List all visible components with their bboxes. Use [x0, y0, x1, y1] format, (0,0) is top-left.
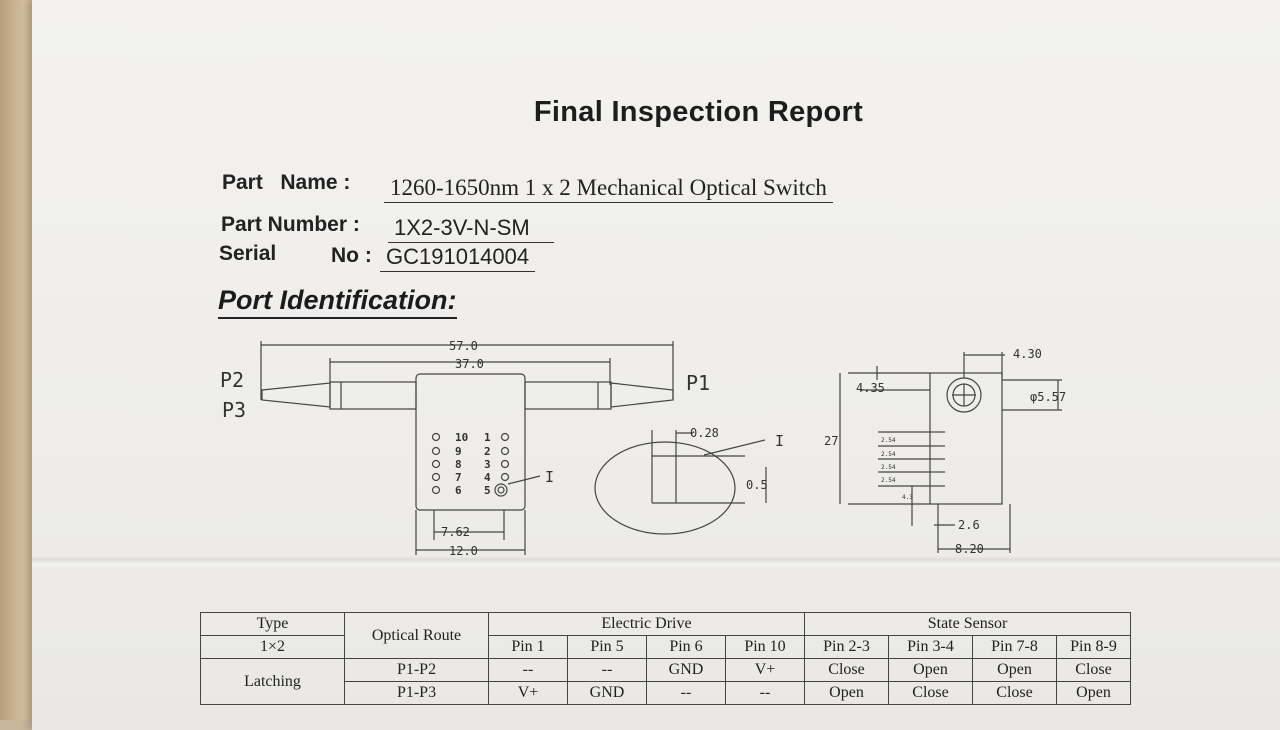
table-cell: V+	[725, 658, 805, 682]
table-cell: --	[567, 658, 647, 682]
th-pin1: Pin 1	[488, 635, 568, 659]
table-cell: GND	[567, 681, 647, 705]
th-pin5: Pin 5	[567, 635, 647, 659]
pin-label-5: 5	[484, 484, 491, 497]
table-cell: --	[725, 681, 805, 705]
pin-label-4: 4	[484, 471, 491, 484]
report-title: Final Inspection Report	[533, 96, 864, 128]
part-number-value: 1X2-3V-N-SM	[388, 215, 554, 243]
dim-height: 27	[824, 434, 838, 448]
table-cell: Close	[972, 681, 1057, 705]
dim-26: 2.6	[958, 518, 980, 532]
table-cell: --	[646, 681, 726, 705]
latching-label: Latching	[200, 658, 345, 705]
dim-body-width: 12.0	[449, 544, 478, 558]
th-pin8-9: Pin 8-9	[1056, 635, 1131, 659]
pin-label-7: 7	[455, 471, 462, 484]
spec-table: Type Optical Route Electric Drive State …	[200, 612, 1131, 705]
paper-fold	[32, 556, 1280, 568]
th-pin10: Pin 10	[725, 635, 805, 659]
part-name-label: Part Name :	[222, 171, 351, 194]
table-cell: Open	[804, 681, 889, 705]
part-name-value: 1260-1650nm 1 x 2 Mechanical Optical Swi…	[384, 175, 833, 203]
table-cell: V+	[488, 681, 568, 705]
dim-05: 0.5	[746, 478, 768, 492]
table-cell: GND	[646, 658, 726, 682]
port-p2: P2	[220, 368, 244, 392]
dim-254-1: 2.54	[881, 437, 896, 444]
th-state-sensor: State Sensor	[804, 612, 1131, 636]
dim-overall: 57.0	[449, 339, 478, 353]
dim-254-4: 2.54	[881, 477, 896, 484]
port-p3: P3	[222, 398, 246, 422]
dim-diameter: φ5.57	[1030, 390, 1066, 404]
pin-label-6: 6	[455, 484, 462, 497]
serial-no-label: No :	[331, 244, 372, 267]
dim-435: 4.35	[856, 381, 885, 395]
paper-sheet	[32, 0, 1280, 730]
table-cell: Open	[972, 658, 1057, 682]
table-cell: Close	[888, 681, 973, 705]
dim-body: 37.0	[455, 357, 484, 371]
pin-label-2: 2	[484, 445, 491, 458]
th-pin7-8: Pin 7-8	[972, 635, 1057, 659]
dim-430: 4.30	[1013, 347, 1042, 361]
route-cell: P1-P3	[344, 681, 489, 705]
dim-pin-pitch: 7.62	[441, 525, 470, 539]
port-p1: P1	[686, 371, 710, 395]
type-value: 1×2	[200, 635, 345, 659]
table-cell: Open	[1056, 681, 1131, 705]
pin-label-3: 3	[484, 458, 491, 471]
table-cell: --	[488, 658, 568, 682]
th-pin2-3: Pin 2-3	[804, 635, 889, 659]
serial-no-value: GC191014004	[380, 244, 536, 272]
dim-43: 4.3	[902, 494, 913, 501]
pin-label-10: 10	[455, 431, 468, 444]
fiber-marker: I	[775, 432, 784, 450]
dim-254-3: 2.54	[881, 464, 896, 471]
port-identification-heading: Port Identification:	[218, 285, 457, 319]
dim-820: 8.20	[955, 542, 984, 556]
pin-label-9: 9	[455, 445, 462, 458]
th-route: Optical Route	[344, 612, 489, 659]
th-type: Type	[200, 612, 345, 636]
th-pin6: Pin 6	[646, 635, 726, 659]
table-cell: Close	[1056, 658, 1131, 682]
dim-254-2: 2.54	[881, 451, 896, 458]
th-pin3-4: Pin 3-4	[888, 635, 973, 659]
table-cell: Close	[804, 658, 889, 682]
th-electric-drive: Electric Drive	[488, 612, 805, 636]
dim-028: 0.28	[690, 426, 719, 440]
pin-label-8: 8	[455, 458, 462, 471]
pin-marker: I	[545, 468, 554, 486]
table-cell: Open	[888, 658, 973, 682]
serial-label: Serial	[219, 242, 277, 265]
route-cell: P1-P2	[344, 658, 489, 682]
pin-label-1: 1	[484, 431, 491, 444]
part-number-label: Part Number :	[221, 213, 360, 236]
